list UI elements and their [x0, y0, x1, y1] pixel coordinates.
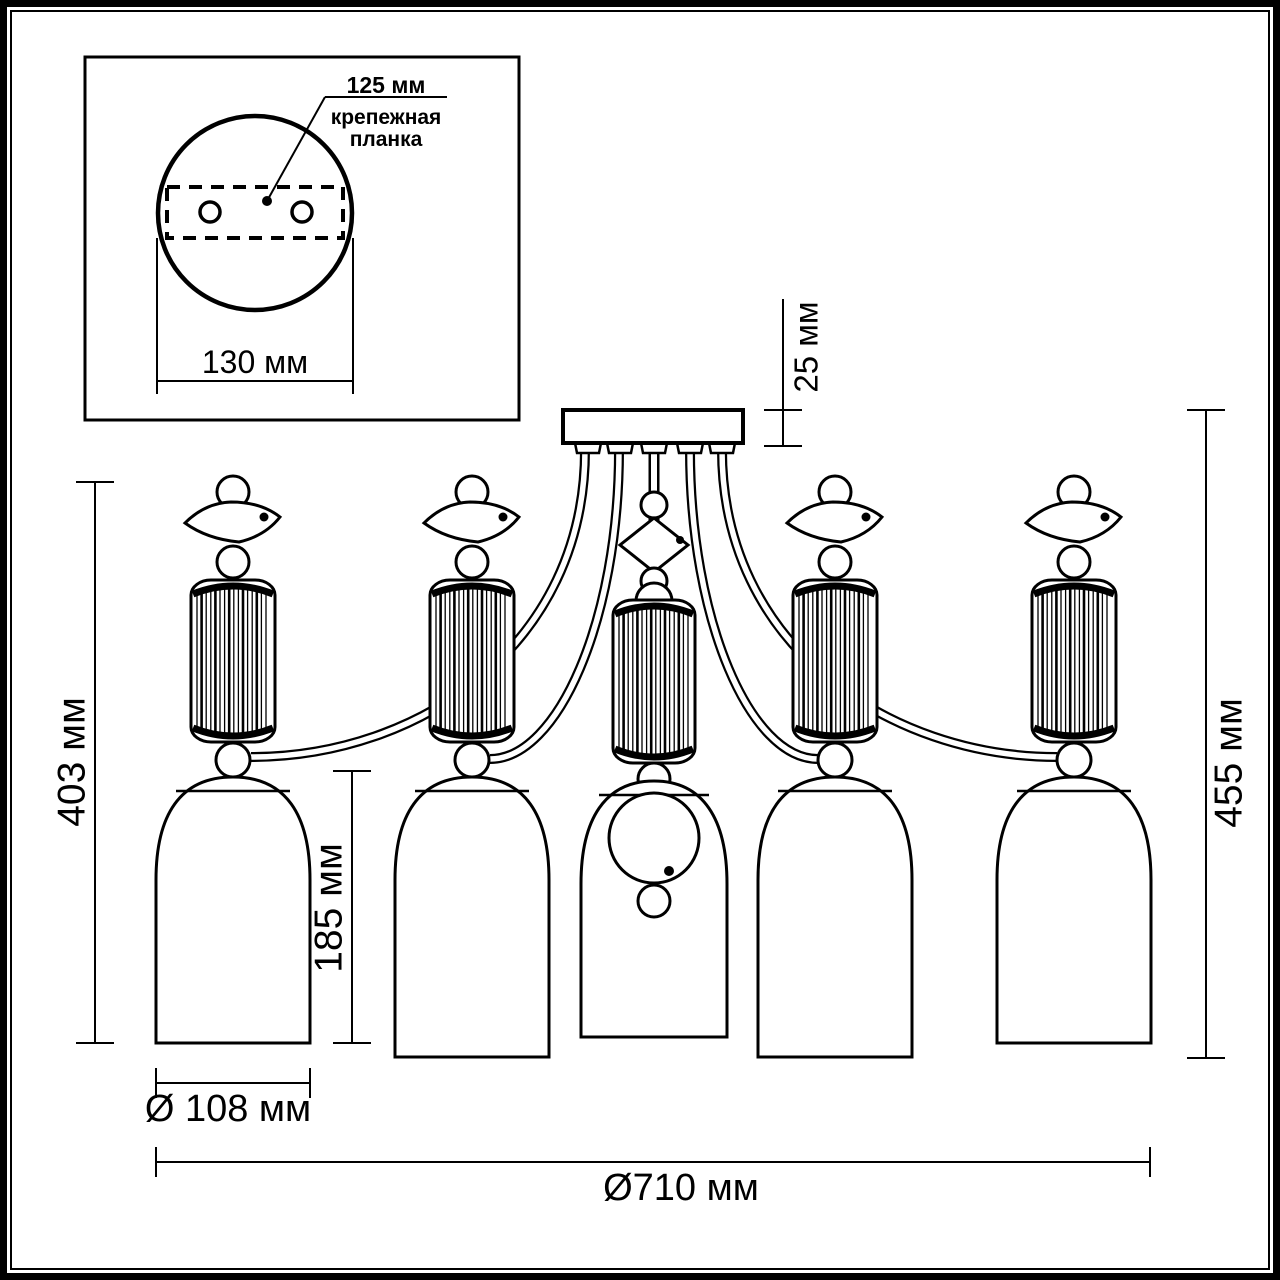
lamp-4 — [756, 474, 914, 1059]
diamond-bead-dot — [259, 512, 269, 522]
diamond-bead — [182, 500, 283, 544]
ribbed-glass-cylinder — [791, 578, 879, 744]
ribbed-glass-cylinder — [428, 578, 516, 744]
mounting-inset — [83, 55, 521, 422]
ceiling-plate — [561, 408, 745, 445]
ribbed-glass-cylinder — [189, 578, 277, 744]
bell-shade — [756, 775, 914, 1059]
diamond-bead — [421, 500, 522, 544]
leader-line — [266, 96, 326, 202]
mounting-hole-right — [290, 200, 314, 224]
cylinder-bottom-band — [191, 724, 275, 740]
arm-stub — [605, 442, 635, 455]
arm-stub — [573, 442, 603, 455]
diamond-bead-dot — [676, 536, 684, 544]
inner-bottom-ball — [636, 883, 672, 919]
arm-hub-ball — [1055, 741, 1093, 779]
cylinder-top-band — [430, 582, 514, 598]
arm-stub — [675, 442, 705, 455]
cylinder-bottom-band — [1032, 724, 1116, 740]
cylinder-top-band — [1032, 582, 1116, 598]
arm-hub-ball — [816, 741, 854, 779]
inner-sphere-dot — [664, 866, 674, 876]
arm-stub — [639, 442, 669, 455]
cylinder-bottom-band — [613, 745, 695, 761]
lamp-3-center — [579, 490, 729, 1039]
cylinder-top-band — [613, 602, 695, 618]
chandelier — [154, 408, 1153, 1059]
dimension-lines — [76, 299, 1225, 1177]
cylinder-top-band — [191, 582, 275, 598]
left-height-label: 403 мм — [50, 697, 94, 827]
mounting-hole-left — [198, 200, 222, 224]
inset-mounting-bar-label-line1: крепежная — [330, 105, 442, 129]
lamp-5 — [995, 474, 1153, 1045]
arm-outer-left-inner — [250, 449, 588, 760]
right-height-label: 455 мм — [1207, 698, 1251, 828]
arm-outer-right — [717, 449, 1058, 762]
bead-ball — [215, 544, 251, 580]
diamond-bead-dot — [498, 512, 508, 522]
arm-hub-ball — [214, 741, 252, 779]
ribbed-glass-cylinder — [1030, 578, 1118, 744]
arm-outer-left — [250, 449, 590, 762]
arm-inner-left-inner — [489, 449, 622, 762]
bell-shade — [393, 775, 551, 1059]
inset-mounting-bar-label-line2: планка — [349, 128, 423, 151]
inner-sphere — [607, 791, 701, 885]
bell-shade — [154, 775, 312, 1045]
bell-shade — [995, 775, 1153, 1045]
inset-dim-125-label: 125 мм — [346, 71, 426, 98]
cylinder-bottom-band — [793, 724, 877, 740]
top-ball — [639, 490, 669, 520]
diamond-bead-dot — [1100, 512, 1110, 522]
leader-dot — [262, 196, 272, 206]
canopy-height-label: 25 мм — [787, 301, 825, 393]
bead-ball — [817, 544, 853, 580]
shade-diameter-label: Ø 108 мм — [144, 1088, 312, 1131]
ribbed-glass-cylinder — [611, 598, 697, 765]
canopy-circle — [155, 113, 355, 313]
arm-outer-right-inner — [719, 449, 1058, 760]
inset-mounting-bar-label: крепежная планка — [330, 105, 442, 151]
bead-ball — [454, 544, 490, 580]
diamond-bead — [784, 500, 885, 544]
lamp-2 — [393, 474, 551, 1059]
inset-dim-130-label: 130 мм — [201, 344, 309, 381]
lamp-1 — [154, 474, 312, 1045]
overall-diameter-label: Ø710 мм — [603, 1167, 759, 1210]
shade-height-label: 185 мм — [307, 843, 351, 973]
cylinder-top-band — [793, 582, 877, 598]
arm-inner-right-inner — [687, 449, 819, 762]
cylinder-bottom-band — [430, 724, 514, 740]
arm-stub — [707, 442, 737, 455]
bead-ball — [1056, 544, 1092, 580]
diamond-bead — [1023, 500, 1124, 544]
arm-hub-ball — [453, 741, 491, 779]
diamond-bead-dot — [861, 512, 871, 522]
mounting-bar-dashed-rect — [165, 185, 345, 240]
diamond-bead-edge — [617, 516, 691, 574]
